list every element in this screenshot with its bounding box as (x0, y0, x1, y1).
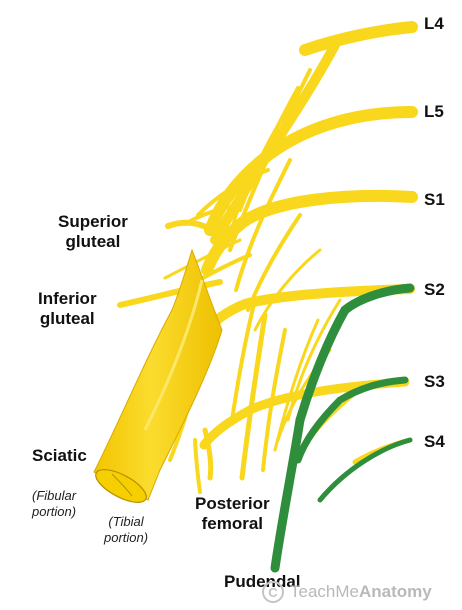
root-label-s1: S1 (424, 190, 445, 209)
pudendal-trunk (270, 415, 305, 573)
pudendal-root-s2 (295, 283, 415, 425)
superior-gluteal-branch (165, 219, 218, 235)
root-label-l5: L5 (424, 102, 444, 121)
root-l5-nerve (204, 106, 418, 236)
posterior-femoral-branch (239, 312, 268, 481)
watermark-text-plain: Teach (290, 582, 336, 601)
root-l4-nerve (299, 21, 418, 56)
posterior-femoral-label: Posterior femoral (195, 494, 270, 533)
sciatic-label: Sciatic (32, 446, 87, 465)
root-label-l4: L4 (424, 14, 444, 33)
copyright-icon: C (262, 581, 284, 603)
nerve-branches (117, 21, 418, 494)
watermark-text-bold: Anatomy (359, 582, 432, 601)
superior-gluteal-label: Superior gluteal (58, 212, 128, 251)
pudendal-root-s4 (317, 437, 413, 503)
root-label-s4: S4 (424, 432, 445, 451)
sciatic-trunk-cut-end (95, 469, 147, 503)
watermark-text-accent: Me (335, 582, 359, 601)
root-label-s3: S3 (424, 372, 445, 391)
pudendal-nerve (270, 283, 415, 573)
sciatic-highlight (143, 279, 204, 431)
pudendal-root-s3 (294, 376, 409, 464)
sciatic-nerve-trunk (93, 248, 223, 501)
fibular-portion-label: (Fibular portion) (32, 488, 77, 519)
root-label-s2: S2 (424, 280, 445, 299)
root-s3-nerve (199, 377, 410, 450)
inferior-gluteal-label: Inferior gluteal (38, 289, 97, 328)
root-s1-nerve (201, 189, 418, 276)
tibial-portion-label: (Tibial portion) (104, 514, 149, 545)
